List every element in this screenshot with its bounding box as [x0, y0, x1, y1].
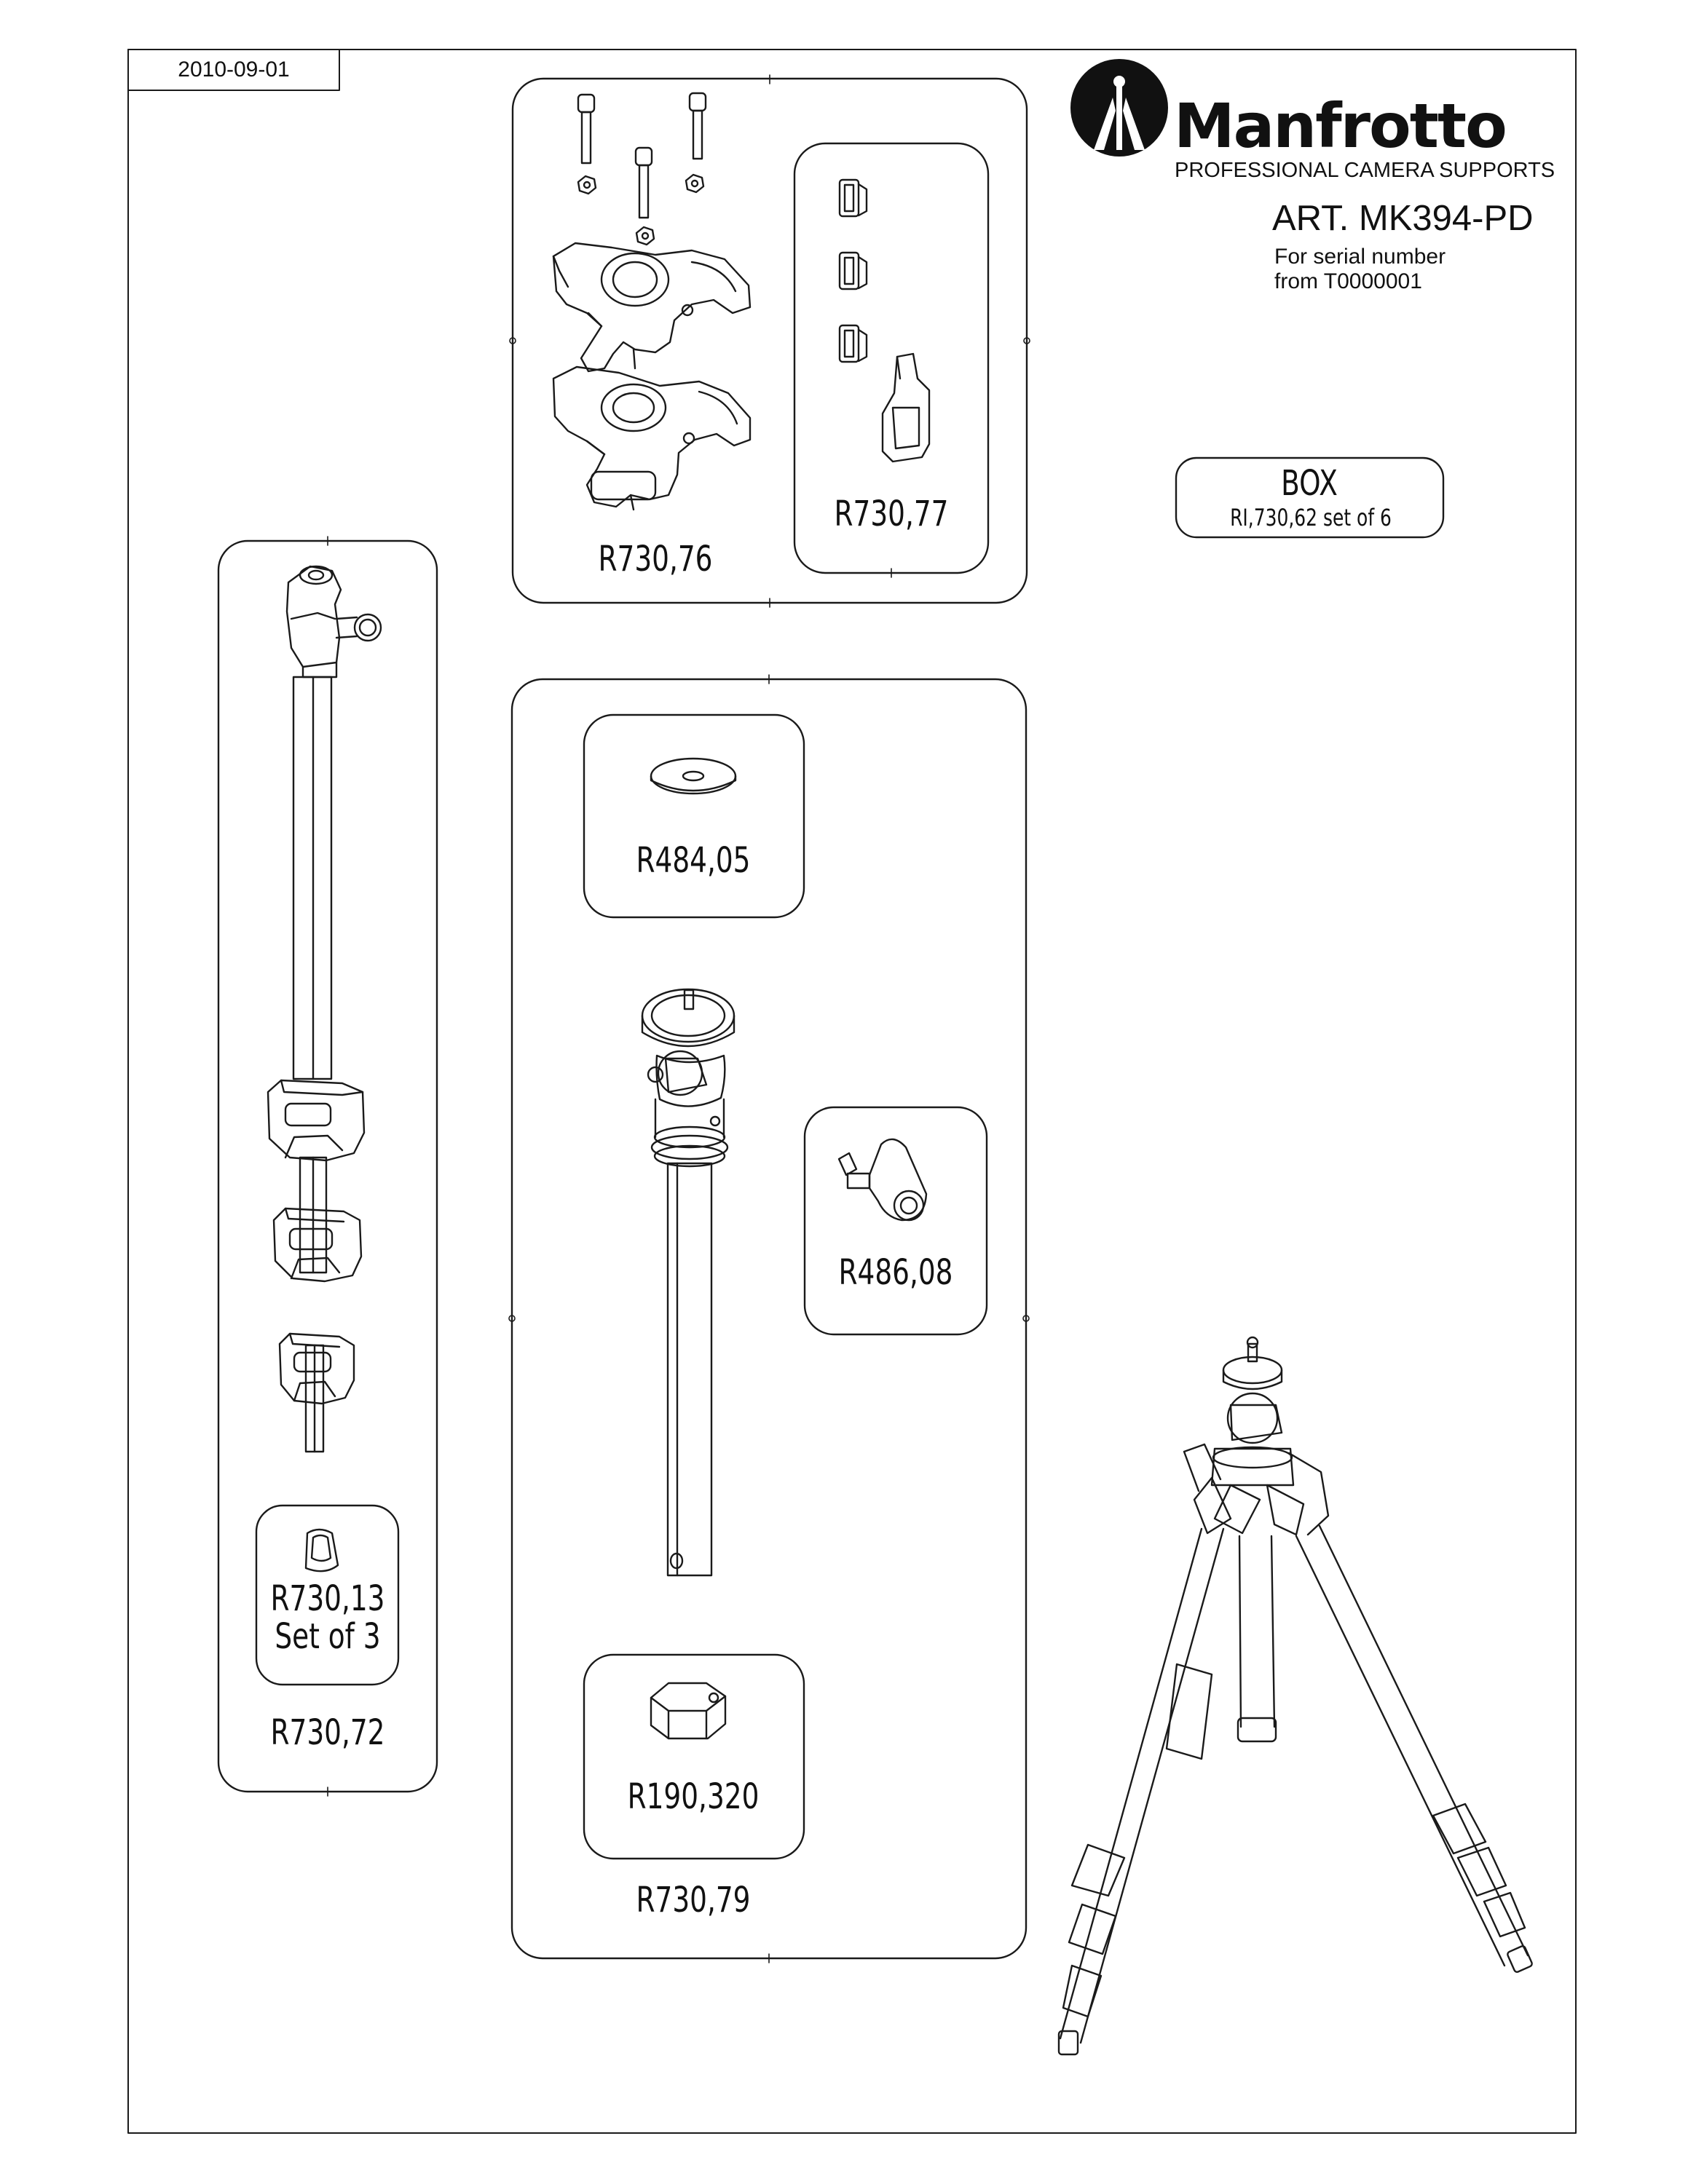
- leg-clamp: [272, 1207, 363, 1283]
- leg-clamp: [552, 365, 752, 511]
- leg-clamp: [552, 242, 752, 373]
- article-number: ART. MK394-PD: [1272, 199, 1534, 238]
- part-label-r730-72: R730,72: [270, 1712, 385, 1753]
- washer: [650, 757, 737, 795]
- screw-icon: [577, 93, 596, 165]
- nut-icon: [635, 226, 655, 246]
- center-column: [285, 565, 382, 1453]
- leg-clamp: [278, 1332, 355, 1405]
- ball-head: [641, 988, 735, 1168]
- brand-name: Manfrotto: [1174, 90, 1507, 162]
- date-box: [127, 49, 340, 91]
- part-label-r190-320: R190,320: [627, 1776, 760, 1817]
- locking-ring: [650, 1682, 727, 1740]
- panel-box: [1175, 456, 1445, 539]
- knob: [837, 1138, 928, 1222]
- part-label-r486-08: R486,08: [838, 1252, 953, 1293]
- panel-r730-13: [255, 1504, 400, 1686]
- sheet-frame: [127, 49, 1577, 2134]
- revision-date: 2010-09-01: [178, 58, 290, 82]
- brand-tagline: PROFESSIONAL CAMERA SUPPORTS: [1175, 159, 1555, 182]
- part-label-r730-77: R730,77: [834, 494, 949, 534]
- leg-foot-insert: [304, 1528, 339, 1572]
- part-label-set-of-3: Set of 3: [275, 1616, 381, 1657]
- panel-r190-320: [583, 1653, 805, 1860]
- box-subtitle: RI,730,62 set of 6: [1230, 504, 1392, 531]
- tripod: [1057, 1336, 1533, 2056]
- part-label-r484-05: R484,05: [636, 840, 751, 881]
- panel-r484-05: [583, 713, 805, 919]
- part-label-r730-76: R730,76: [598, 539, 713, 579]
- lever-clip: [838, 251, 868, 290]
- nut-icon: [685, 173, 705, 194]
- nut-icon: [577, 175, 597, 195]
- manfrotto-logo: [1070, 59, 1168, 157]
- serial-line-1: For serial number: [1274, 245, 1446, 269]
- screw-icon: [634, 146, 653, 219]
- box-title: BOX: [1281, 463, 1338, 504]
- part-label-r730-13: R730,13: [270, 1578, 385, 1619]
- leg-clamp: [267, 1079, 366, 1162]
- serial-line-2: from T0000001: [1274, 269, 1422, 293]
- tripod-leg-right: [1295, 1524, 1529, 1967]
- screw-icon: [688, 92, 707, 160]
- center-column: [666, 1162, 713, 1577]
- registration-marks: [327, 74, 1030, 1963]
- panel-r486-08: [803, 1106, 988, 1336]
- lever-clip: [838, 178, 868, 218]
- tripod-leg-middle: [1238, 1535, 1276, 1728]
- lever-clip: [881, 352, 931, 463]
- tripod-leg-left: [1059, 1527, 1225, 2044]
- part-label-r730-79: R730,79: [636, 1880, 751, 1920]
- lever-clip: [838, 324, 868, 363]
